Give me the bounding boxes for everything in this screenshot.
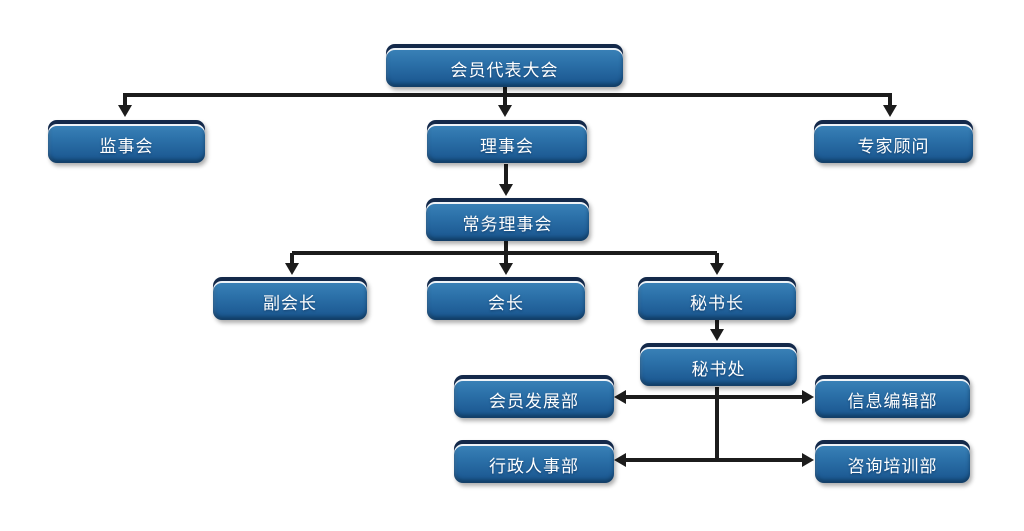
node-vice-president-label: 副会长 bbox=[263, 293, 317, 313]
node-secretariat-label: 秘书处 bbox=[691, 359, 746, 379]
node-info-editing-label: 信息编辑部 bbox=[847, 391, 938, 411]
node-members-congress-label: 会员代表大会 bbox=[450, 60, 559, 80]
node-vice-president: 副会长 bbox=[213, 277, 367, 320]
node-admin-hr: 行政人事部 bbox=[454, 440, 614, 483]
node-supervisory-board-label: 监事会 bbox=[99, 136, 154, 156]
node-secretary-general-label: 秘书长 bbox=[690, 293, 744, 313]
node-expert-advisors: 专家顾问 bbox=[814, 120, 973, 163]
node-supervisory-board: 监事会 bbox=[48, 120, 205, 163]
node-president: 会长 bbox=[427, 277, 585, 320]
node-secretariat: 秘书处 bbox=[640, 343, 797, 386]
node-members-congress: 会员代表大会 bbox=[386, 44, 623, 87]
node-secretary-general: 秘书长 bbox=[638, 277, 796, 320]
node-president-label: 会长 bbox=[488, 293, 524, 313]
node-member-development: 会员发展部 bbox=[454, 375, 614, 418]
node-member-development-label: 会员发展部 bbox=[489, 391, 579, 411]
node-council: 理事会 bbox=[427, 120, 587, 163]
node-consulting-training-label: 咨询培训部 bbox=[847, 456, 938, 476]
node-standing-council-label: 常务理事会 bbox=[462, 214, 553, 234]
node-standing-council: 常务理事会 bbox=[426, 198, 589, 241]
node-admin-hr-label: 行政人事部 bbox=[489, 456, 579, 476]
node-consulting-training: 咨询培训部 bbox=[815, 440, 970, 483]
node-expert-advisors-label: 专家顾问 bbox=[857, 136, 930, 156]
node-info-editing: 信息编辑部 bbox=[815, 375, 970, 418]
node-council-label: 理事会 bbox=[480, 136, 534, 156]
